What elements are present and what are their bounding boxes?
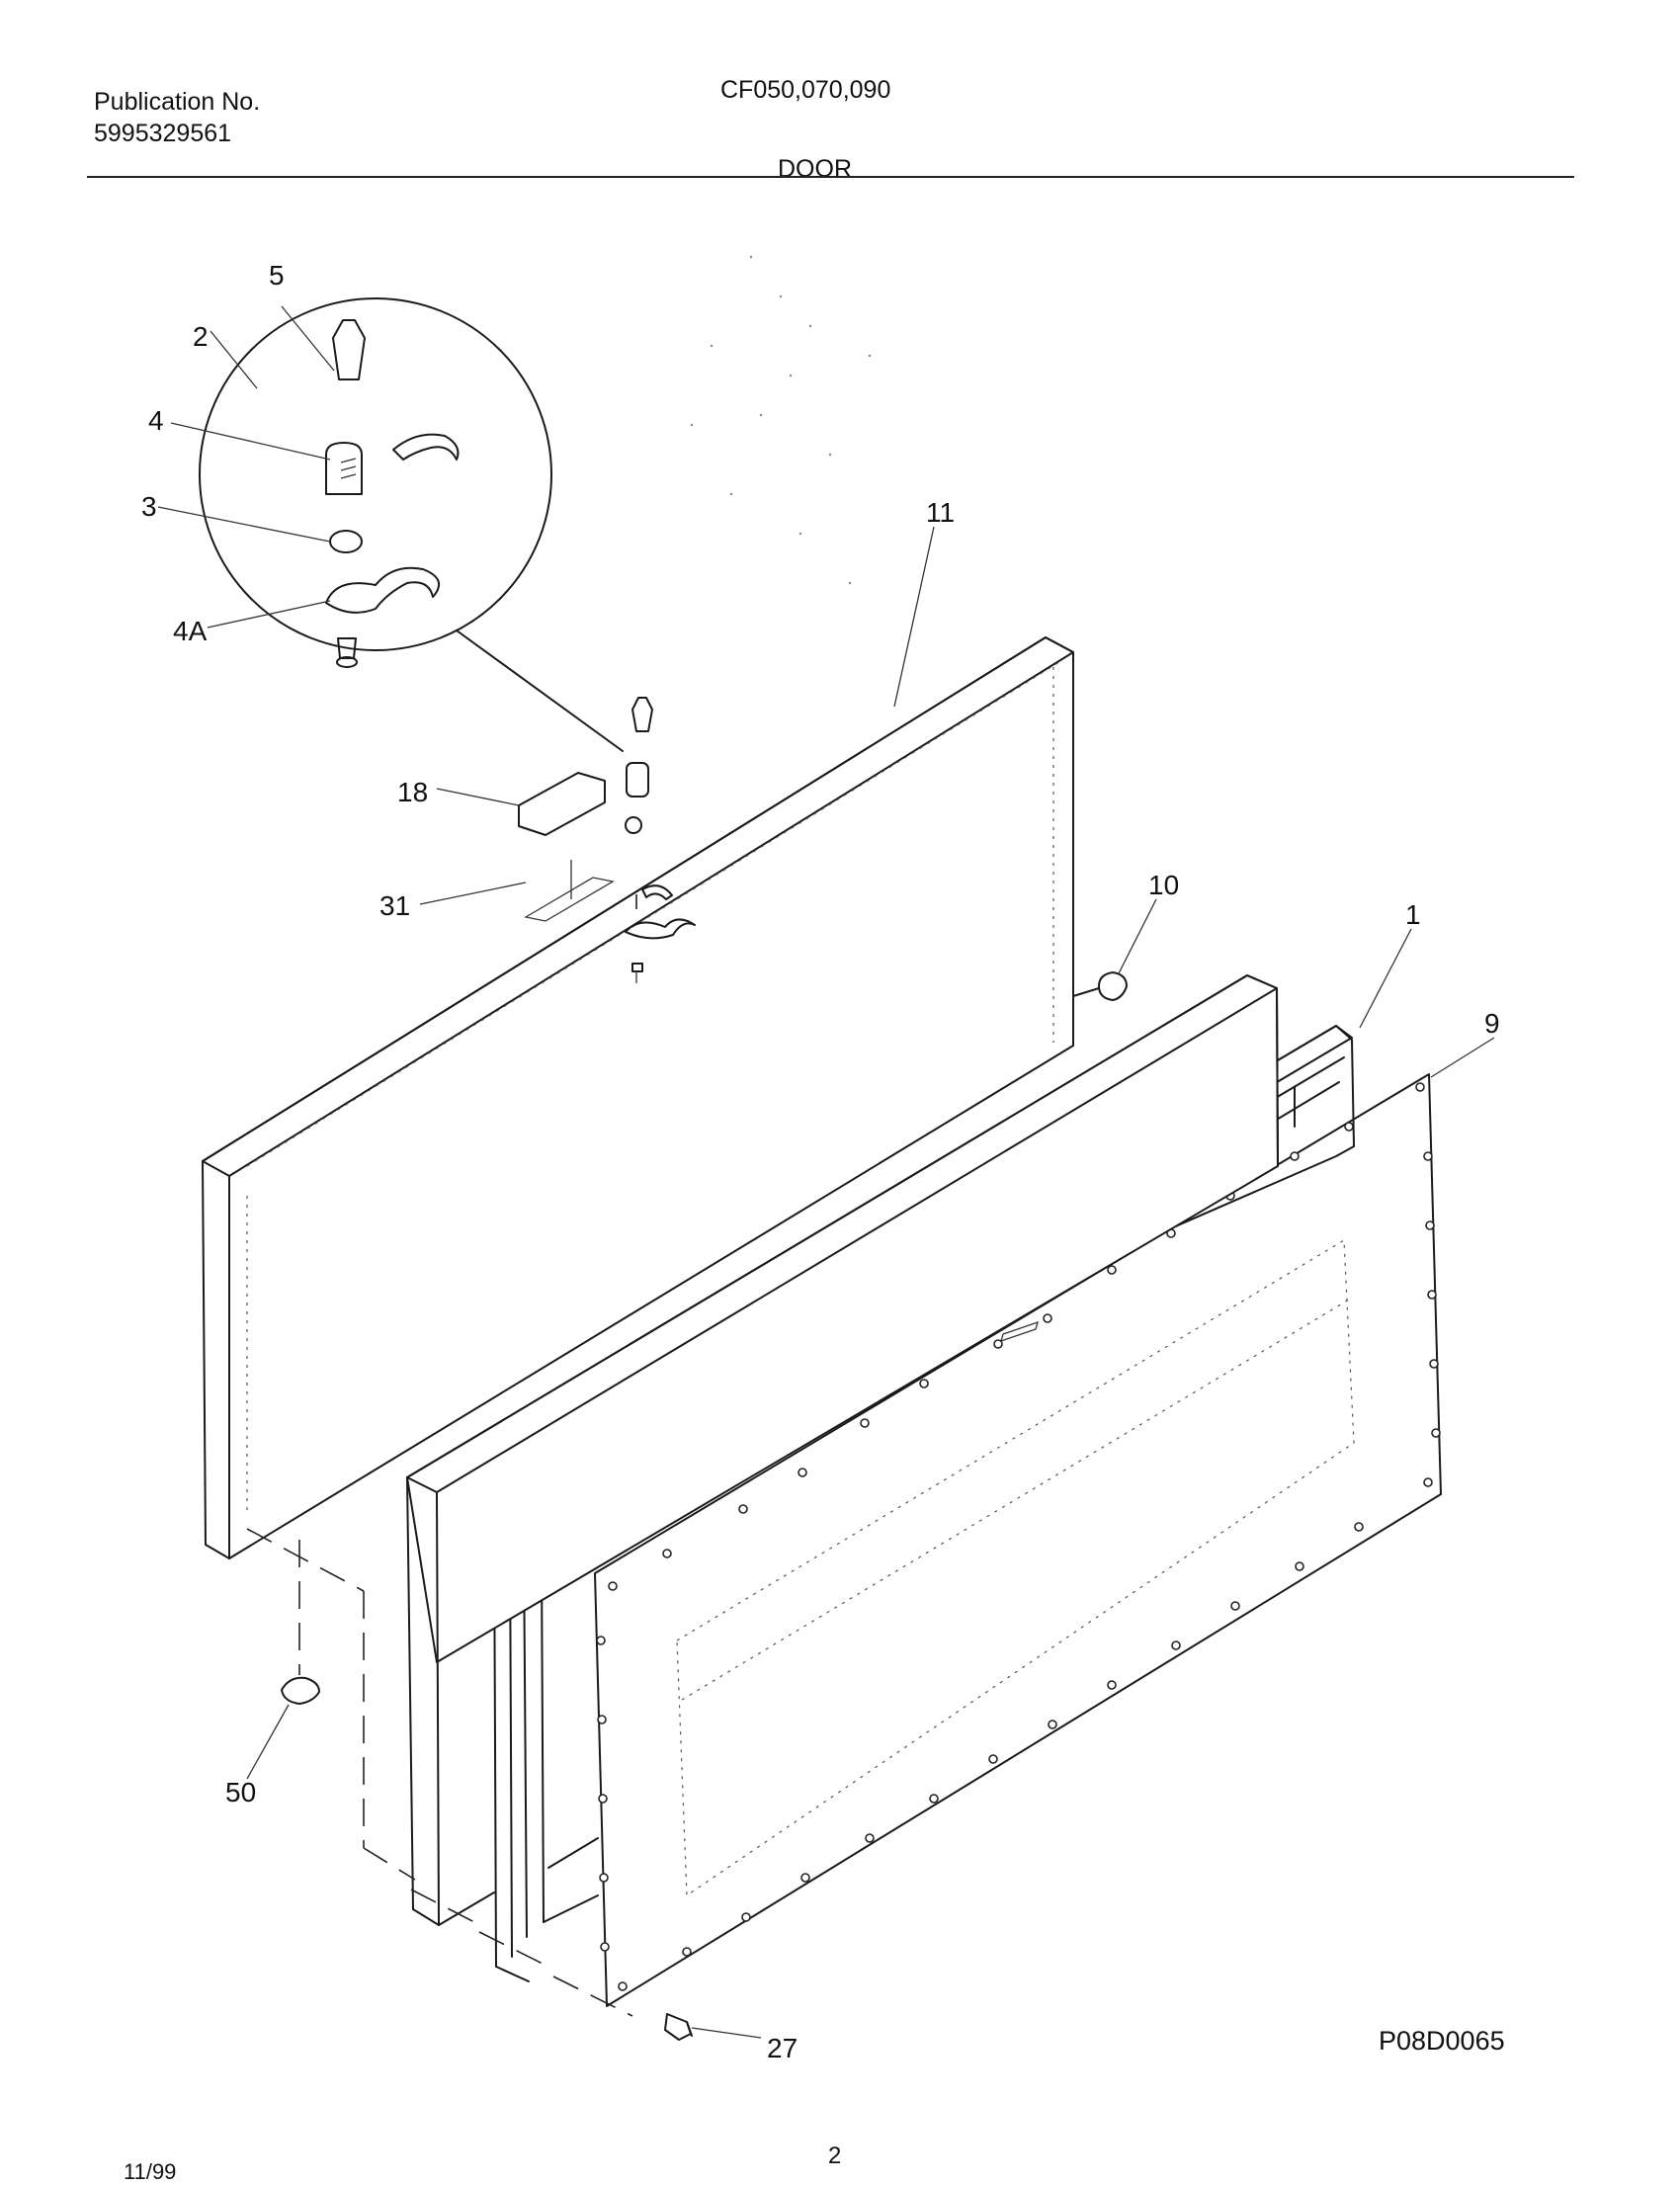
section-title: DOOR (778, 155, 852, 183)
publication-number: 5995329561 (94, 120, 232, 147)
callout-4a: 4A (173, 616, 208, 646)
model-numbers: CF050,070,090 (720, 76, 891, 104)
bumper-icon (281, 1676, 320, 1705)
leader-lines (157, 305, 1495, 2039)
callout-27: 27 (767, 2033, 798, 2063)
callout-3: 3 (141, 491, 157, 522)
door-liner-icon (406, 974, 1279, 1926)
drawing-id: P08D0065 (1379, 2026, 1505, 2056)
callout-50: 50 (225, 1777, 256, 1807)
o-ring-icon (329, 530, 363, 553)
lock-key-icon (332, 319, 366, 380)
door-panel-icon (202, 636, 1074, 1559)
publication-label: Publication No. (94, 88, 261, 116)
lock-detail-circle (199, 297, 624, 752)
handle-cover-icon (518, 772, 606, 836)
callout-10: 10 (1148, 870, 1179, 900)
lock-cylinder-icon (325, 442, 363, 495)
callout-4: 4 (148, 405, 164, 436)
retainer-clip-icon (392, 433, 460, 461)
lock-cam-icon (325, 566, 441, 614)
revision-date: 11/99 (124, 2159, 177, 2184)
callout-9: 9 (1484, 1008, 1500, 1039)
callout-2: 2 (193, 321, 209, 352)
lock-cylinder-icon (625, 697, 696, 983)
callout-31: 31 (379, 890, 410, 921)
callout-18: 18 (397, 777, 428, 807)
page-number: 2 (828, 2143, 842, 2169)
scan-speckle (690, 255, 872, 585)
callout-11: 11 (926, 497, 955, 528)
header-rule (87, 176, 1574, 178)
screw-icon (664, 2013, 693, 2041)
bumper-icon (1072, 971, 1128, 1001)
callout-5: 5 (269, 260, 285, 291)
callout-1: 1 (1405, 899, 1421, 930)
